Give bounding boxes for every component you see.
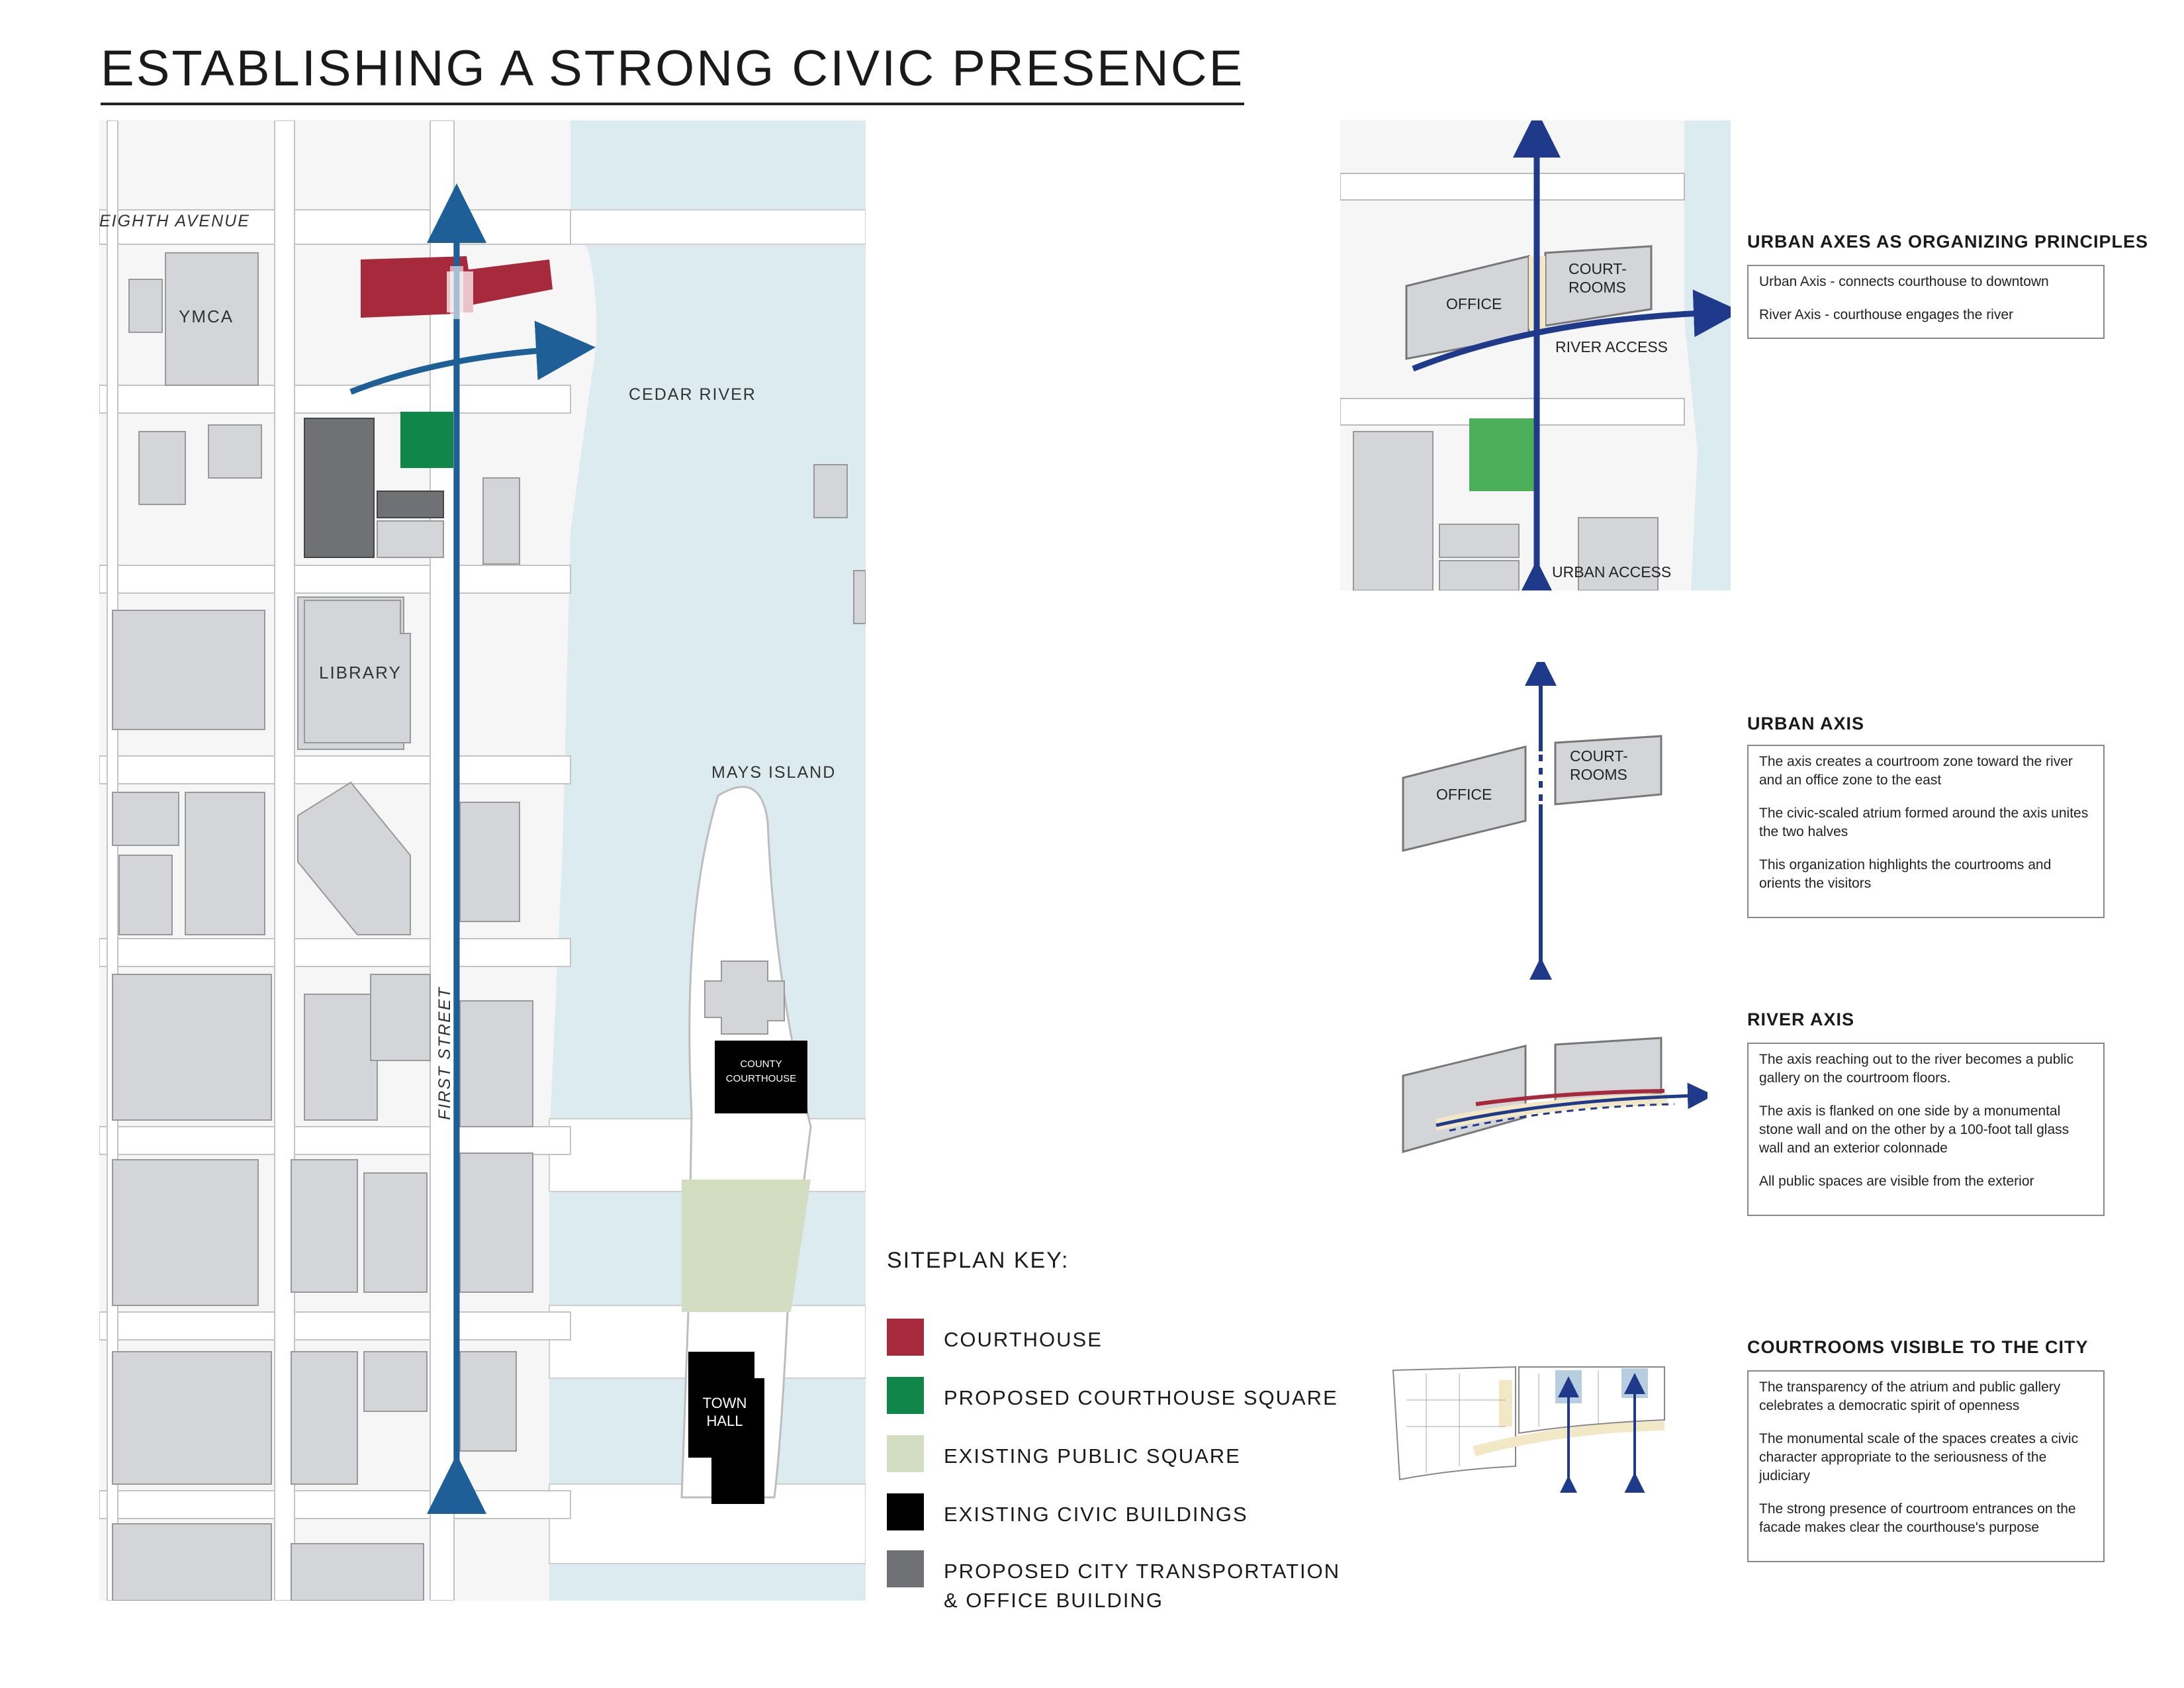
courtrooms-label-1: COURT-: [1570, 747, 1628, 765]
public-gallery: [1473, 1421, 1664, 1456]
courtrooms-visible-note-3: The strong presence of courtroom entranc…: [1759, 1501, 2076, 1535]
floor-plan-office: [1392, 1366, 1516, 1481]
river-axis-arrow: [349, 320, 596, 395]
river-axis-note-3: All public spaces are visible from the e…: [1759, 1174, 2034, 1189]
atrium: [1499, 1380, 1512, 1427]
key-label-transportation-office: PROPOSED CITY TRANSPORTATION: [944, 1560, 1341, 1583]
annex-block: [377, 520, 444, 558]
courtrooms-visible-diagram: [1392, 1366, 1665, 1493]
urban-axes-note-2: River Axis - courthouse engages the rive…: [1759, 307, 2014, 322]
office-label: OFFICE: [1446, 295, 1502, 312]
key-swatch-transportation-office: [887, 1550, 924, 1587]
courtrooms-visible-note-2: The monumental scale of the spaces creat…: [1759, 1431, 2079, 1483]
first-street-label: FIRST STREET: [435, 986, 454, 1120]
urban-axes-note-1: Urban Axis - connects courthouse to down…: [1759, 274, 2049, 289]
site-plan-map: EIGHTH AVENUE YMCA LIBRARY CEDAR RIVER M…: [99, 120, 866, 1601]
urban-axis-note-3: This organization highlights the courtro…: [1759, 857, 2052, 891]
axis-dashed-gap: [450, 266, 463, 319]
plan-lines: [1406, 1370, 1599, 1473]
library-building: [304, 600, 411, 743]
county-courthouse-building: [715, 1041, 807, 1113]
key-label-existing-square: EXISTING PUBLIC SQUARE: [944, 1444, 1241, 1468]
river-axis-arrow: [1435, 1082, 1707, 1127]
key-label-proposed-square: PROPOSED COURTHOUSE SQUARE: [944, 1386, 1338, 1409]
urban-axis-title: URBAN AXIS: [1747, 714, 1865, 733]
river: [1684, 120, 1731, 590]
river-axis-note-1: The axis reaching out to the river becom…: [1759, 1052, 2074, 1086]
courtrooms-label-2: ROOMS: [1569, 279, 1626, 296]
key-label-transportation-office-2: & OFFICE BUILDING: [944, 1589, 1163, 1612]
town-hall-building: [688, 1352, 764, 1504]
courtrooms-visible-note-1: The transparency of the atrium and publi…: [1759, 1380, 2061, 1413]
urban-axis-notes: The axis creates a courtroom zone toward…: [1747, 745, 2105, 918]
courtrooms-block: [1554, 1037, 1662, 1105]
key-swatch-courthouse: [887, 1319, 924, 1356]
axis-gap: [1535, 751, 1546, 804]
key-label-civic-buildings: EXISTING CIVIC BUILDINGS: [944, 1503, 1248, 1526]
town-hall-label-1: TOWN: [703, 1395, 747, 1411]
county-courthouse-label-1: COUNTY: [740, 1058, 782, 1070]
courtrooms-label-1: COURT-: [1569, 260, 1627, 277]
ymca-building: [165, 252, 259, 386]
urban-axes-diagram: OFFICE COURT- ROOMS RIVER ACCESS URBAN A…: [1340, 120, 1731, 590]
ymca-label: YMCA: [179, 306, 234, 326]
transportation-office-annex: [377, 491, 444, 518]
river-axis-diagram: [1402, 1037, 1707, 1153]
blocks: [1353, 431, 1659, 590]
eighth-avenue-label: EIGHTH AVENUE: [99, 212, 250, 230]
gallery: [1436, 1094, 1668, 1131]
urban-access-label: URBAN ACCESS: [1552, 563, 1671, 581]
urban-axis-diagram: OFFICE COURT- ROOMS: [1402, 662, 1662, 980]
key-swatch-civic-buildings: [887, 1493, 924, 1530]
mays-island: [680, 786, 812, 1499]
river-axis-note-2: The axis is flanked on one side by a mon…: [1759, 1103, 2070, 1156]
library-label: LIBRARY: [319, 663, 402, 682]
proposed-courthouse-square: [1469, 418, 1535, 491]
island-building: [704, 961, 785, 1035]
river-axis-notes: The axis reaching out to the river becom…: [1747, 1043, 2105, 1216]
colonnade-line: [1449, 1103, 1675, 1132]
mays-island-label: MAYS ISLAND: [711, 763, 836, 782]
county-courthouse-label-2: COURTHOUSE: [726, 1073, 796, 1084]
key-swatch-proposed-square: [887, 1377, 924, 1414]
urban-axis-note-1: The axis creates a courtroom zone toward…: [1759, 754, 2073, 788]
key-label-courthouse: COURTHOUSE: [944, 1328, 1103, 1351]
cedar-river-label: CEDAR RIVER: [629, 385, 756, 404]
office-label: OFFICE: [1436, 786, 1492, 803]
key-swatch-existing-square: [887, 1435, 924, 1472]
river-axis-arrow: [1412, 289, 1731, 372]
proposed-courthouse-square: [400, 412, 453, 468]
courtrooms-visible-notes: The transparency of the atrium and publi…: [1747, 1370, 2105, 1562]
urban-axes-notes: Urban Axis - connects courthouse to down…: [1747, 265, 2105, 339]
page-title: ESTABLISHING A STRONG CIVIC PRESENCE: [101, 40, 1245, 105]
urban-axes-title: URBAN AXES AS ORGANIZING PRINCIPLES: [1747, 232, 2149, 252]
courtrooms-visible-title: COURTROOMS VISIBLE TO THE CITY: [1747, 1337, 2089, 1357]
stone-wall-line: [1475, 1089, 1665, 1106]
town-hall-label-2: HALL: [706, 1413, 743, 1429]
existing-public-square: [682, 1180, 811, 1312]
siteplan-key-title: SITEPLAN KEY:: [887, 1248, 1069, 1273]
urban-axis-note-2: The civic-scaled atrium formed around th…: [1759, 806, 2089, 839]
transportation-office-building: [304, 418, 375, 558]
river-axis-title: RIVER AXIS: [1747, 1009, 1855, 1029]
courtrooms-label-2: ROOMS: [1570, 766, 1627, 783]
river-access-label: RIVER ACCESS: [1555, 338, 1668, 355]
